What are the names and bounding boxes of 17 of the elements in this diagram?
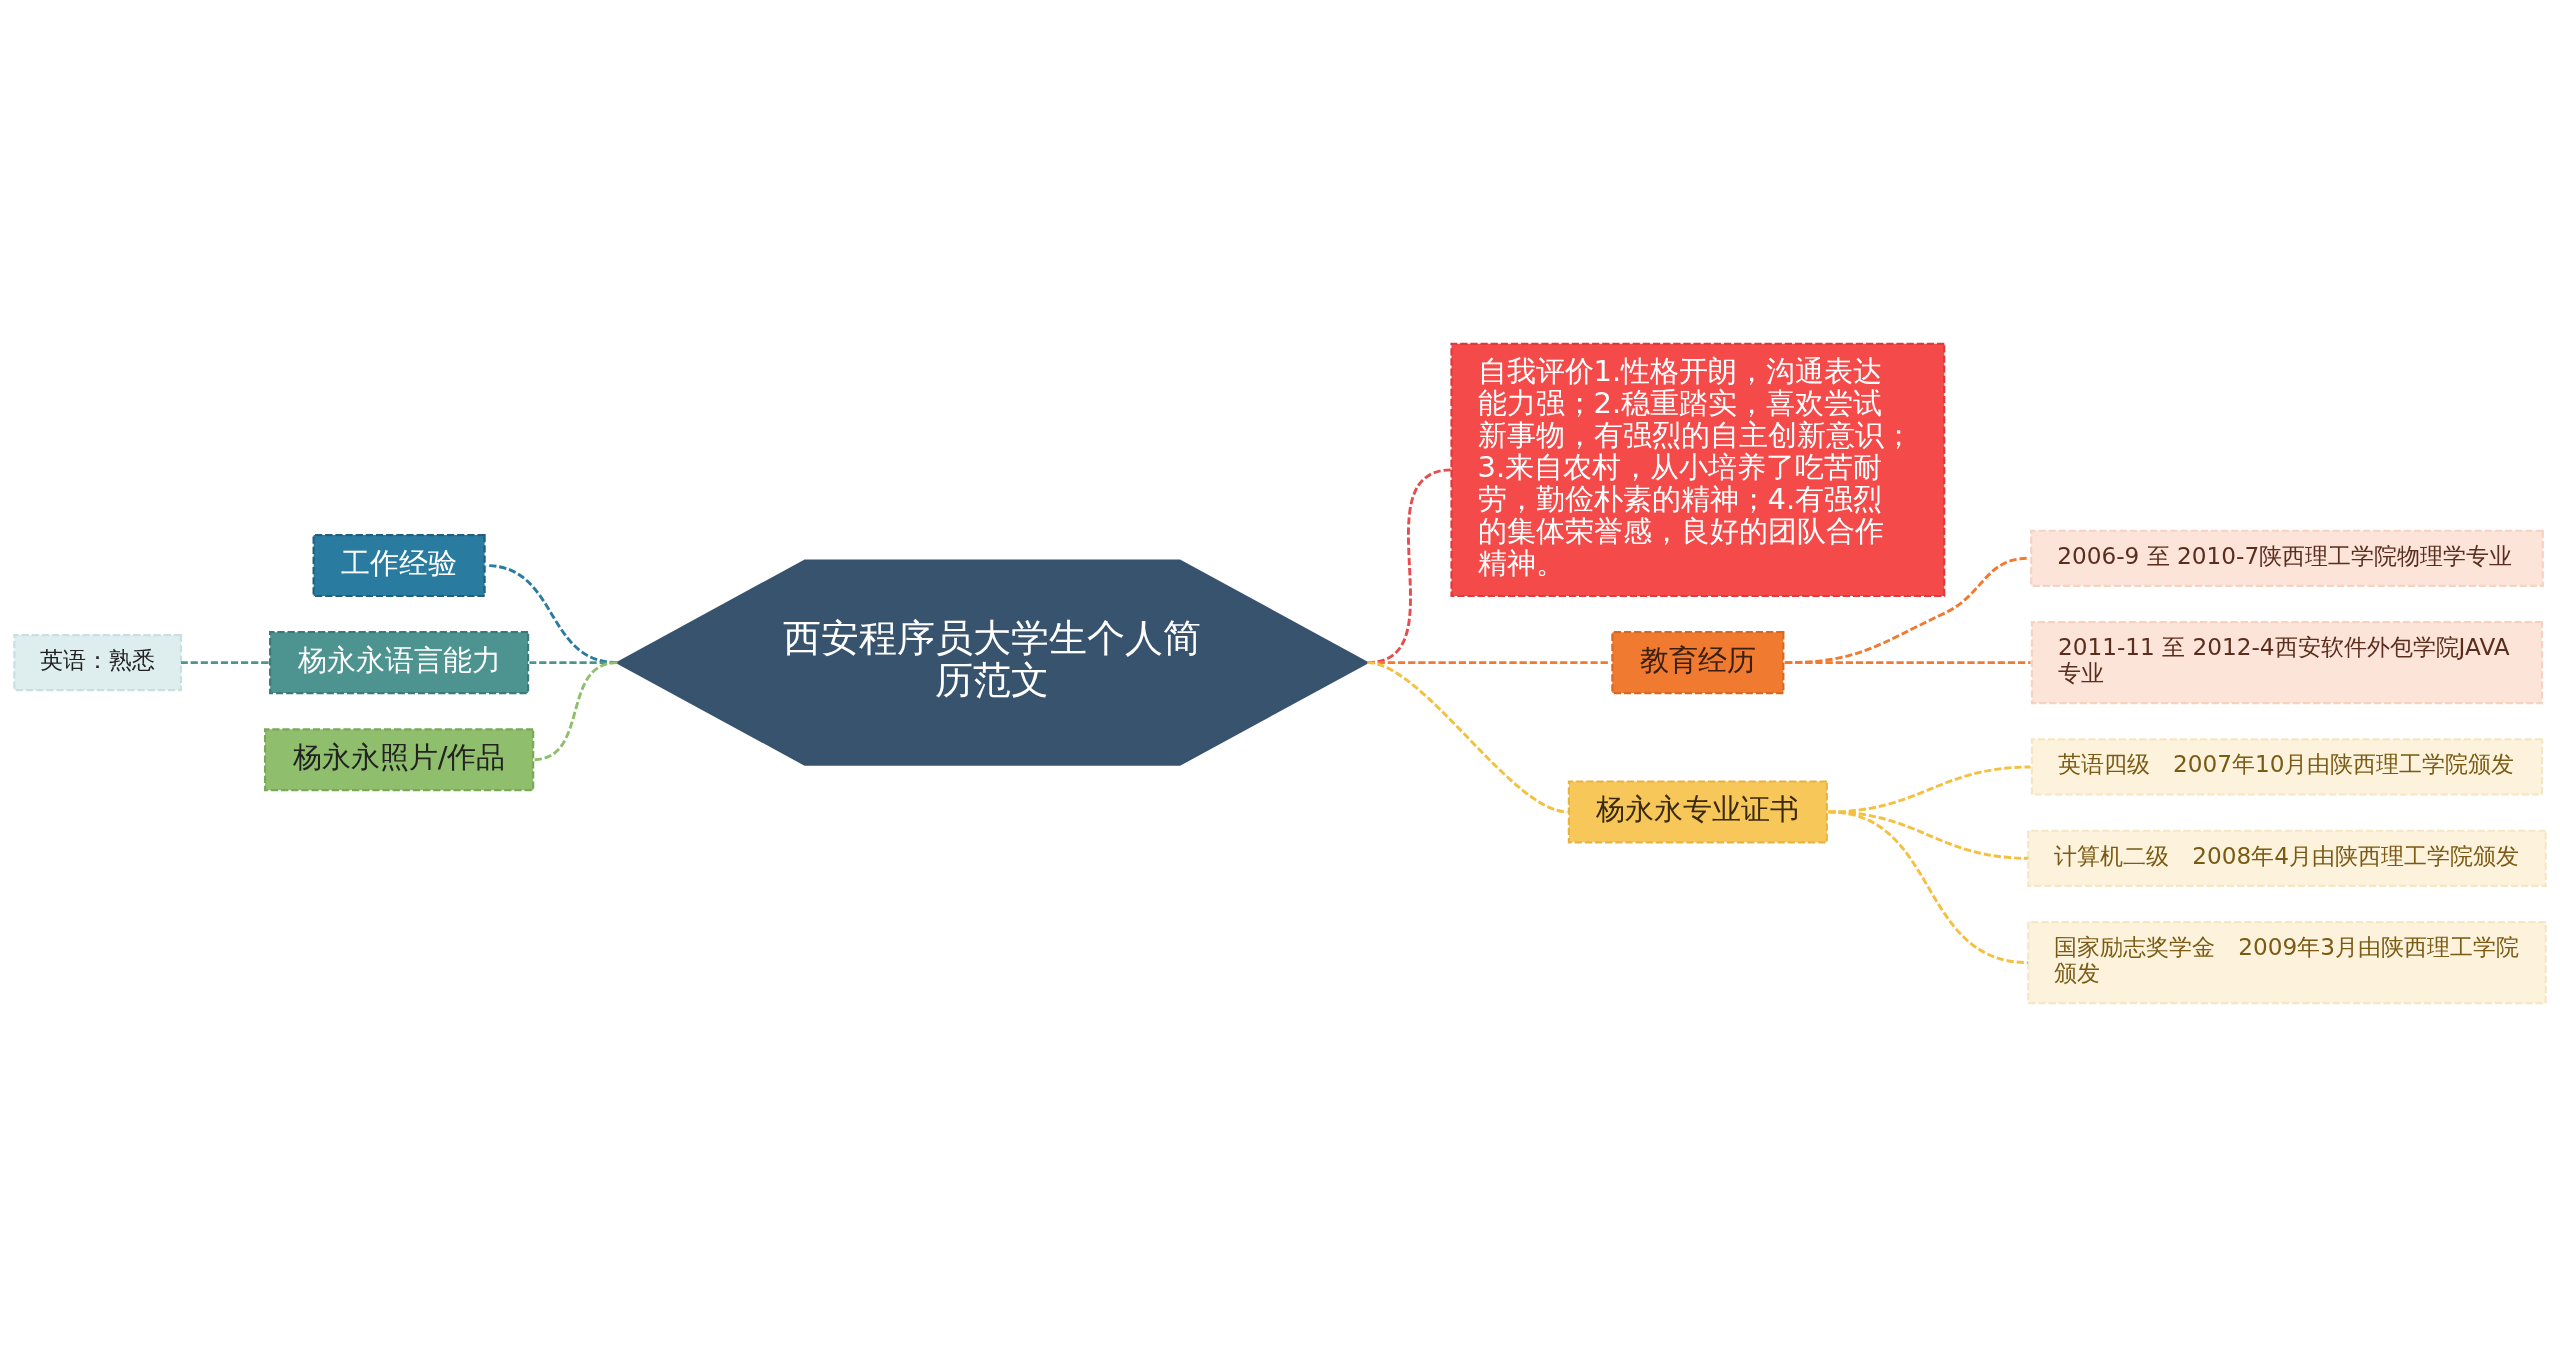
- node-box: 工作经验: [312, 534, 486, 598]
- node-box: 英语：熟悉: [13, 634, 183, 692]
- node-box: 2011-11 至 2012-4西安软件外包学院JAVA专业: [2030, 620, 2544, 705]
- connector: [181, 661, 269, 665]
- node-box: 教育经历: [1611, 631, 1785, 695]
- connector: [1784, 661, 2031, 665]
- node-box: 杨永永语言能力: [269, 631, 530, 695]
- node-box: 杨永永照片/作品: [263, 728, 535, 792]
- node-box: 英语四级 2007年10月由陕西理工学院颁发: [2030, 738, 2544, 796]
- node-box: 2006-9 至 2010-7陕西理工学院物理学专业: [2030, 529, 2544, 587]
- node-box: 自我评价1.性格开朗，沟通表达能力强；2.稳重踏实，喜欢尝试新事物，有强烈的自主创新意识；3.来自农村，从小培养了吃苦耐劳，勤俭朴素的精神；4.有强烈的集体荣誉感，良好的团队合作精神。: [1450, 342, 1946, 598]
- node-box: 计算机二级 2008年4月由陕西理工学院颁发: [2027, 829, 2547, 887]
- node-box: 国家励志奖学金 2009年3月由陕西理工学院颁发: [2027, 920, 2547, 1005]
- node-box: 杨永永专业证书: [1567, 780, 1828, 844]
- connector: [1784, 556, 2030, 665]
- connector: [532, 661, 618, 762]
- connector: [1828, 810, 2029, 965]
